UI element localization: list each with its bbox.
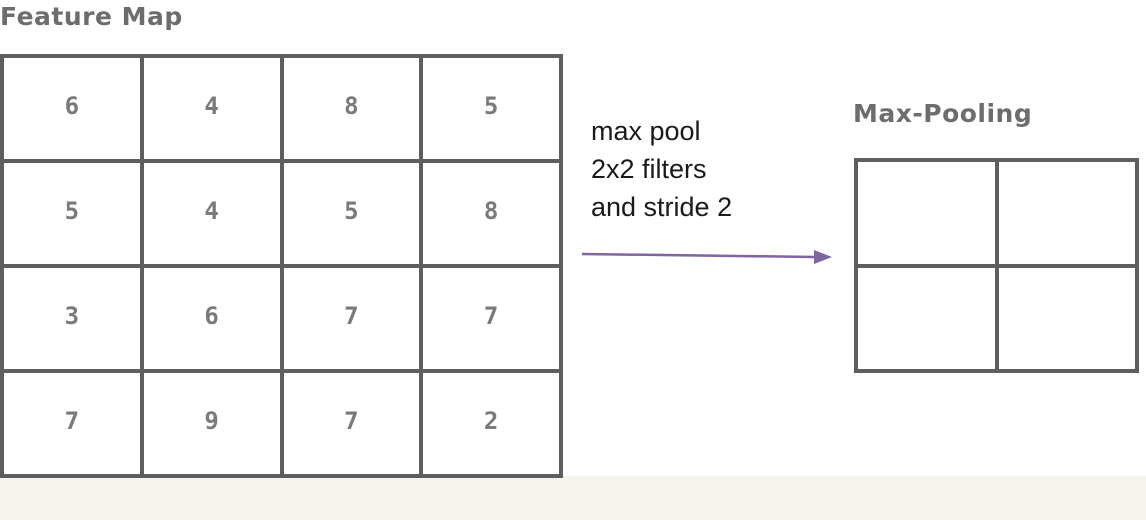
feature-map-cell: 8 — [283, 58, 420, 159]
arrow-head — [814, 250, 832, 264]
arrow-icon — [582, 250, 832, 264]
feature-map-cell: 4 — [143, 163, 280, 264]
feature-map-cell: 2 — [423, 373, 559, 474]
operation-line: and stride 2 — [591, 192, 733, 222]
feature-map-cell: 7 — [283, 268, 420, 369]
feature-map-cell: 9 — [143, 373, 280, 474]
operation-line: 2x2 filters — [591, 154, 707, 184]
feature-map-cell: 7 — [283, 373, 420, 474]
feature-map-cell: 7 — [4, 373, 140, 474]
feature-map-cell: 6 — [4, 58, 140, 159]
max-pooling-cell — [998, 267, 1135, 369]
feature-map-cell: 5 — [4, 163, 140, 264]
feature-map-title: Feature Map — [0, 2, 183, 31]
operation-description: max pool 2x2 filters and stride 2 — [591, 112, 732, 226]
feature-map-cell: 5 — [423, 58, 559, 159]
max-pooling-cell — [998, 162, 1135, 264]
feature-map-cell: 5 — [283, 163, 420, 264]
feature-map-cell: 8 — [423, 163, 559, 264]
feature-map-cell: 7 — [423, 268, 559, 369]
max-pooling-cell — [858, 267, 995, 369]
diagram-canvas: Feature Map 6 4 8 5 5 4 5 8 3 6 7 7 7 9 … — [0, 0, 1146, 478]
feature-map-cell: 4 — [143, 58, 280, 159]
max-pooling-cell — [858, 162, 995, 264]
max-pooling-grid — [854, 158, 1139, 373]
arrow-shaft — [582, 252, 817, 259]
feature-map-cell: 3 — [4, 268, 140, 369]
max-pooling-title: Max-Pooling — [853, 99, 1033, 128]
feature-map-cell: 6 — [143, 268, 280, 369]
operation-line: max pool — [591, 116, 701, 146]
feature-map-grid: 6 4 8 5 5 4 5 8 3 6 7 7 7 9 7 2 — [0, 54, 563, 478]
